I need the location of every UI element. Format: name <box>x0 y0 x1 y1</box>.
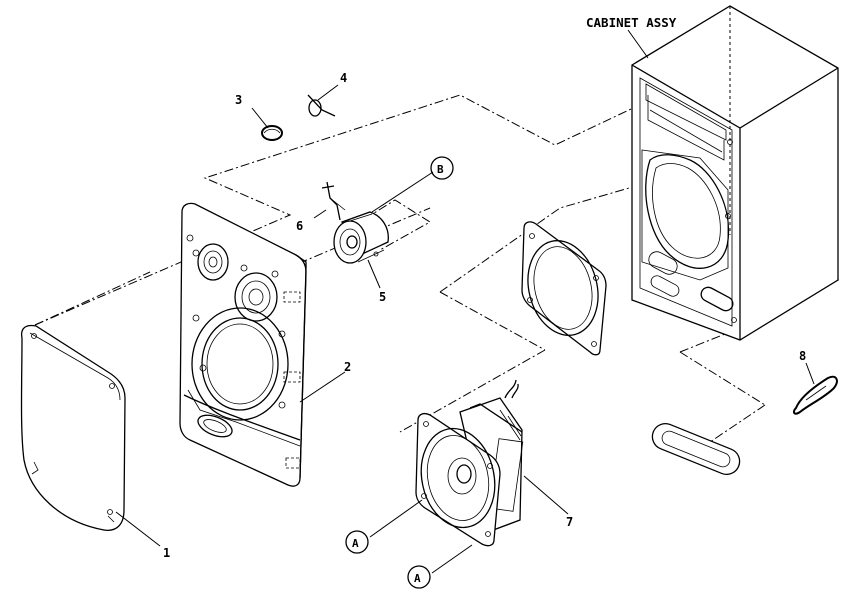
connector-b-circle <box>430 156 454 180</box>
connector-markers: B A A <box>345 156 454 589</box>
part-3-dome <box>261 125 283 141</box>
callout-labels: CABINET ASSY 1 2 3 4 5 6 7 8 <box>163 15 806 560</box>
callout-7-label: 7 <box>566 515 573 529</box>
woofer-gasket <box>521 221 607 356</box>
leader-lines <box>115 29 815 574</box>
callout-2-label: 2 <box>344 360 351 374</box>
callout-5-label: 5 <box>379 290 386 304</box>
part-6-terminal <box>321 181 346 221</box>
cabinet-assy-label: CABINET ASSY <box>586 15 677 30</box>
front-baffle <box>179 202 307 487</box>
speaker-grille <box>20 324 126 531</box>
woofer-driver <box>415 379 524 547</box>
connector-a1-circle <box>345 530 369 554</box>
cabinet-assembly <box>631 5 839 341</box>
callout-3-label: 3 <box>235 93 242 107</box>
connector-a2-label: A <box>414 572 421 585</box>
connector-a1-label: A <box>352 537 359 550</box>
callout-6-label: 6 <box>296 219 303 233</box>
connector-b-label: B <box>437 163 444 176</box>
callout-4-label: 4 <box>340 71 347 85</box>
part-4-clip <box>307 94 336 117</box>
callout-1-label: 1 <box>163 546 170 560</box>
port-gasket <box>651 422 741 476</box>
callout-8-label: 8 <box>799 349 806 363</box>
connector-a2-circle <box>407 565 431 589</box>
part-8-clip <box>792 375 838 415</box>
part-5-driver <box>333 211 389 264</box>
